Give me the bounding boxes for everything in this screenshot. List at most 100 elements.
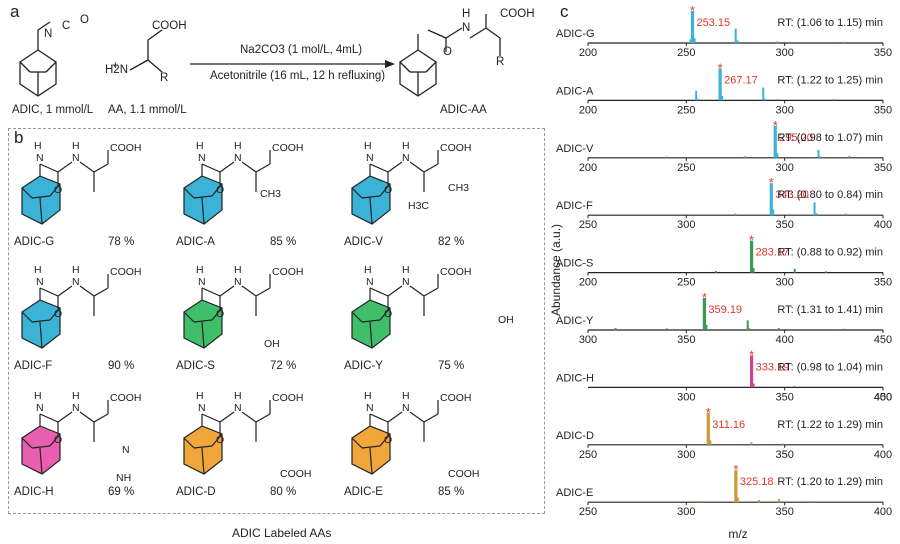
spectrum-name: ADIC-G: [556, 28, 595, 40]
peak-bar: [705, 324, 708, 330]
tick-label: 350: [775, 506, 793, 518]
peak-bar: [776, 153, 779, 158]
atom-o: O: [384, 308, 393, 320]
group-oh: OH: [498, 314, 514, 326]
tick-label: 250: [677, 277, 695, 289]
peak-bar: [709, 440, 712, 445]
item-yield: 75 %: [438, 360, 465, 372]
atom-h2: H: [72, 264, 80, 276]
atom-n: N: [36, 152, 44, 164]
bond: [369, 447, 373, 475]
retention-time: RT: (0.98 to 1.07) min: [777, 132, 883, 144]
frag-product-cooh: COOH: [500, 8, 535, 20]
bond: [93, 287, 109, 297]
bond: [361, 445, 381, 449]
peak-label: 283.17: [756, 247, 790, 259]
peak-bar: [793, 386, 796, 388]
peak-bar: [718, 68, 722, 101]
atom-n2: N: [234, 152, 242, 164]
peak-bar: [665, 156, 668, 158]
item-yield: 69 %: [108, 486, 135, 498]
peak-bar: [793, 268, 796, 273]
tick-label: 300: [677, 219, 695, 231]
atom-ring-n: N: [122, 444, 130, 456]
panel-label-c: c: [560, 2, 569, 21]
bond: [201, 413, 221, 423]
group-cooh: COOH: [272, 142, 304, 154]
bond: [183, 187, 195, 199]
bond: [57, 411, 73, 423]
peak-bar: [746, 320, 749, 330]
peak-bar: [748, 328, 751, 330]
tick-label: 350: [874, 104, 892, 116]
atom-n2: N: [402, 152, 410, 164]
atom-n: N: [198, 276, 206, 288]
atom-n: N: [198, 152, 206, 164]
bond: [31, 195, 51, 199]
tick-label: 400: [775, 334, 793, 346]
atom-h2: H: [72, 140, 80, 152]
atom-o: O: [54, 434, 63, 446]
bond: [201, 287, 221, 297]
tick-label: 300: [775, 277, 793, 289]
peak-bar: [775, 99, 778, 101]
item-yield: 85 %: [438, 486, 465, 498]
bond: [241, 285, 257, 297]
atom-h: H: [364, 264, 372, 276]
reaction-scheme: [19, 14, 501, 97]
adamantane-icon: [183, 274, 271, 349]
atom-n: N: [366, 402, 374, 414]
bond: [369, 321, 373, 349]
item-name: ADIC-H: [14, 486, 54, 498]
atom-h2: H: [402, 140, 410, 152]
bond: [93, 163, 109, 173]
bond: [79, 285, 95, 297]
adamantane-icon: [351, 150, 439, 225]
atom-n: N: [366, 276, 374, 288]
bond: [369, 197, 373, 225]
bond: [255, 287, 271, 297]
peak-bar: [769, 183, 773, 216]
adamantane-product-icon: [399, 14, 501, 97]
atom-h2: H: [234, 140, 242, 152]
peak-label: 333.19: [756, 361, 790, 373]
peak-bar: [777, 328, 780, 330]
bond: [201, 321, 205, 349]
group-cooh: COOH: [272, 392, 304, 404]
peak-label: 267.17: [724, 74, 758, 86]
retention-time: RT: (0.80 to 0.84) min: [777, 189, 883, 201]
atom-n2: N: [234, 276, 242, 288]
spectrum-name: ADIC-H: [556, 372, 594, 384]
item-name: ADIC-A: [176, 236, 215, 248]
bond: [423, 163, 439, 173]
bond: [201, 447, 205, 475]
reaction-conditions-top: Na2CO3 (1 mol/L, 4mL): [240, 44, 363, 56]
frag-cooh: COOH: [152, 20, 187, 32]
bond: [255, 163, 271, 173]
peak-bar: [736, 40, 739, 43]
atom-o: O: [384, 184, 393, 196]
spectrum-name: ADIC-A: [556, 85, 594, 97]
peak-bar: [690, 11, 695, 43]
item-yield: 90 %: [108, 360, 135, 372]
group-cooh: COOH: [440, 266, 472, 278]
adamantane-icon: [351, 400, 439, 475]
group-cooh: COOH: [272, 266, 304, 278]
peak-marker: *: [773, 118, 778, 133]
atom-h2: H: [72, 390, 80, 402]
bond: [361, 195, 381, 199]
bond: [201, 163, 221, 173]
bond: [361, 319, 381, 323]
adamantane-reagent-icon: [19, 21, 57, 97]
group-ch3: CH3: [260, 188, 282, 200]
group-cooh: COOH: [440, 142, 472, 154]
amino-acid-icon: [129, 29, 163, 73]
peak-bar: [824, 271, 827, 273]
peak-bar: [848, 155, 851, 158]
peak-bar: [764, 98, 767, 101]
peak-bar: [689, 39, 692, 43]
spectrum-name: ADIC-E: [556, 487, 593, 499]
item-name: ADIC-Y: [344, 360, 383, 372]
